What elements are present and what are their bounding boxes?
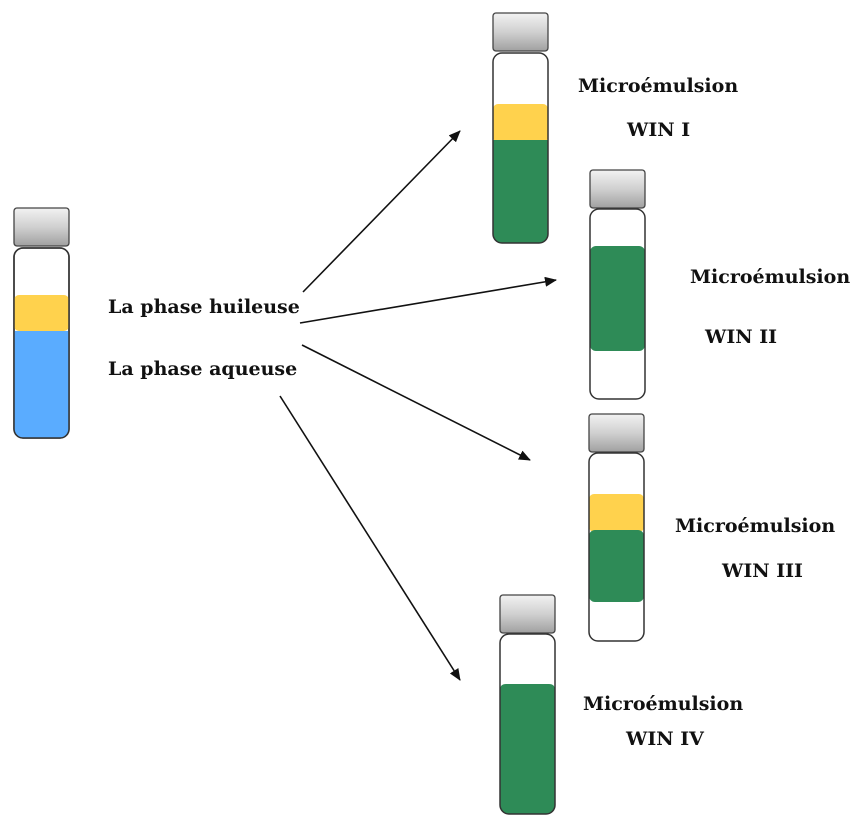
- microemulsion-layer: [590, 246, 645, 351]
- oil-phase-label: La phase huileuse: [108, 296, 300, 318]
- win3-type: WIN III: [721, 560, 803, 582]
- tube-cap-icon: [492, 12, 549, 52]
- microemulsion-layer: [589, 530, 644, 602]
- win4-title: Microémulsion: [583, 693, 743, 715]
- win2-title: Microémulsion: [690, 266, 850, 288]
- arrow-to-win3: [301, 344, 531, 461]
- win2-type: WIN II: [704, 326, 777, 348]
- win3-title: Microémulsion: [675, 515, 835, 537]
- win1-title: Microémulsion: [578, 75, 738, 97]
- aqueous-phase-label: La phase aqueuse: [108, 358, 297, 380]
- water-layer: [14, 331, 69, 438]
- tube-cap-icon: [588, 413, 645, 453]
- microemulsion-layer: [493, 140, 548, 243]
- oil-layer: [14, 295, 69, 331]
- win1-tube: [492, 12, 549, 244]
- win2-tube: [589, 169, 646, 400]
- win4-tube: [499, 594, 556, 815]
- win4-type: WIN IV: [625, 728, 705, 750]
- microemulsion-layer: [500, 684, 555, 814]
- source-tube: [13, 207, 70, 439]
- tube-cap-icon: [13, 207, 70, 247]
- arrow-to-win1: [302, 130, 461, 293]
- oil-layer: [589, 494, 644, 532]
- win3-tube: [588, 413, 645, 642]
- arrow-to-win2: [299, 276, 557, 324]
- tube-cap-icon: [589, 169, 646, 209]
- win1-type: WIN I: [626, 119, 690, 141]
- arrow-to-win4: [279, 395, 461, 681]
- tube-cap-icon: [499, 594, 556, 634]
- oil-layer: [493, 104, 548, 142]
